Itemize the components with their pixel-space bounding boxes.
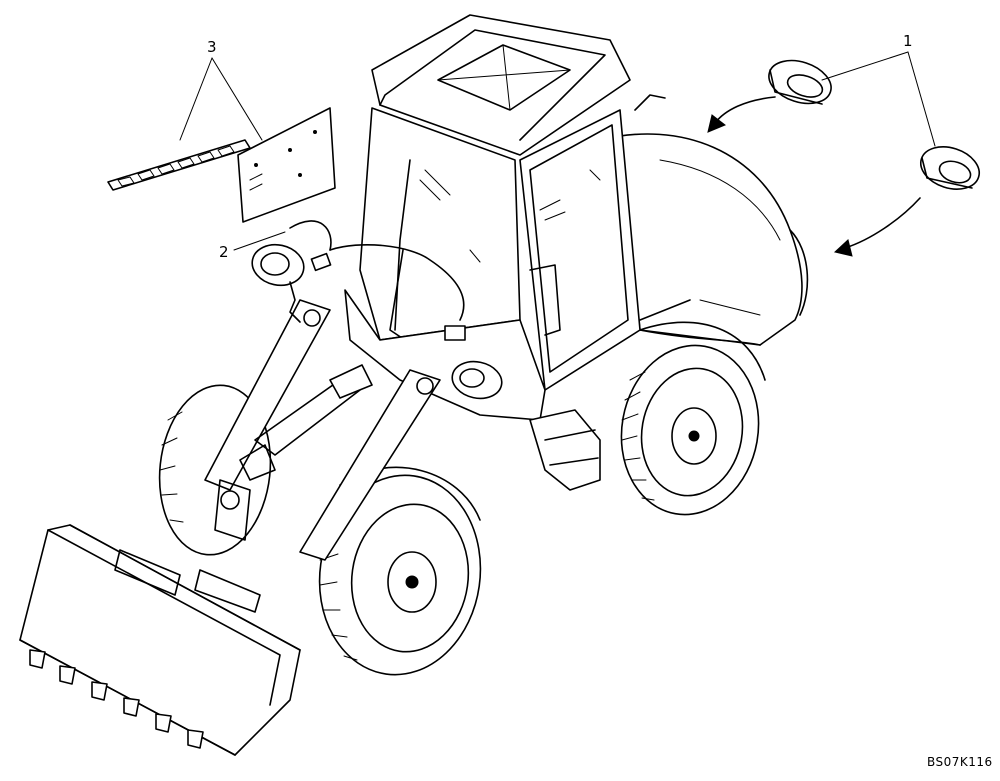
rear-wheel [620,321,766,516]
drawing-code: BS07K116 [927,755,993,769]
loader-bucket [19,524,301,756]
decal-strip [107,139,251,191]
rear-work-light-lower [920,146,980,190]
callout-2-label: 2 [219,243,229,261]
engine-hood [599,133,809,346]
bucket-teeth [29,649,204,749]
callout-3-label: 3 [207,38,217,56]
entry-steps [529,409,601,491]
lift-cylinder [329,364,373,399]
wiring-harness [289,220,503,400]
callout-leaders [179,51,936,251]
callout-1-label: 1 [903,32,913,50]
control-panel [237,107,336,223]
operator-cab [344,14,691,491]
loader-arms [204,299,441,561]
install-arrows [707,96,921,257]
rear-work-light-upper [768,59,832,105]
front-right-wheel [318,466,482,676]
front-work-light [251,243,305,323]
cab-door [519,109,641,391]
